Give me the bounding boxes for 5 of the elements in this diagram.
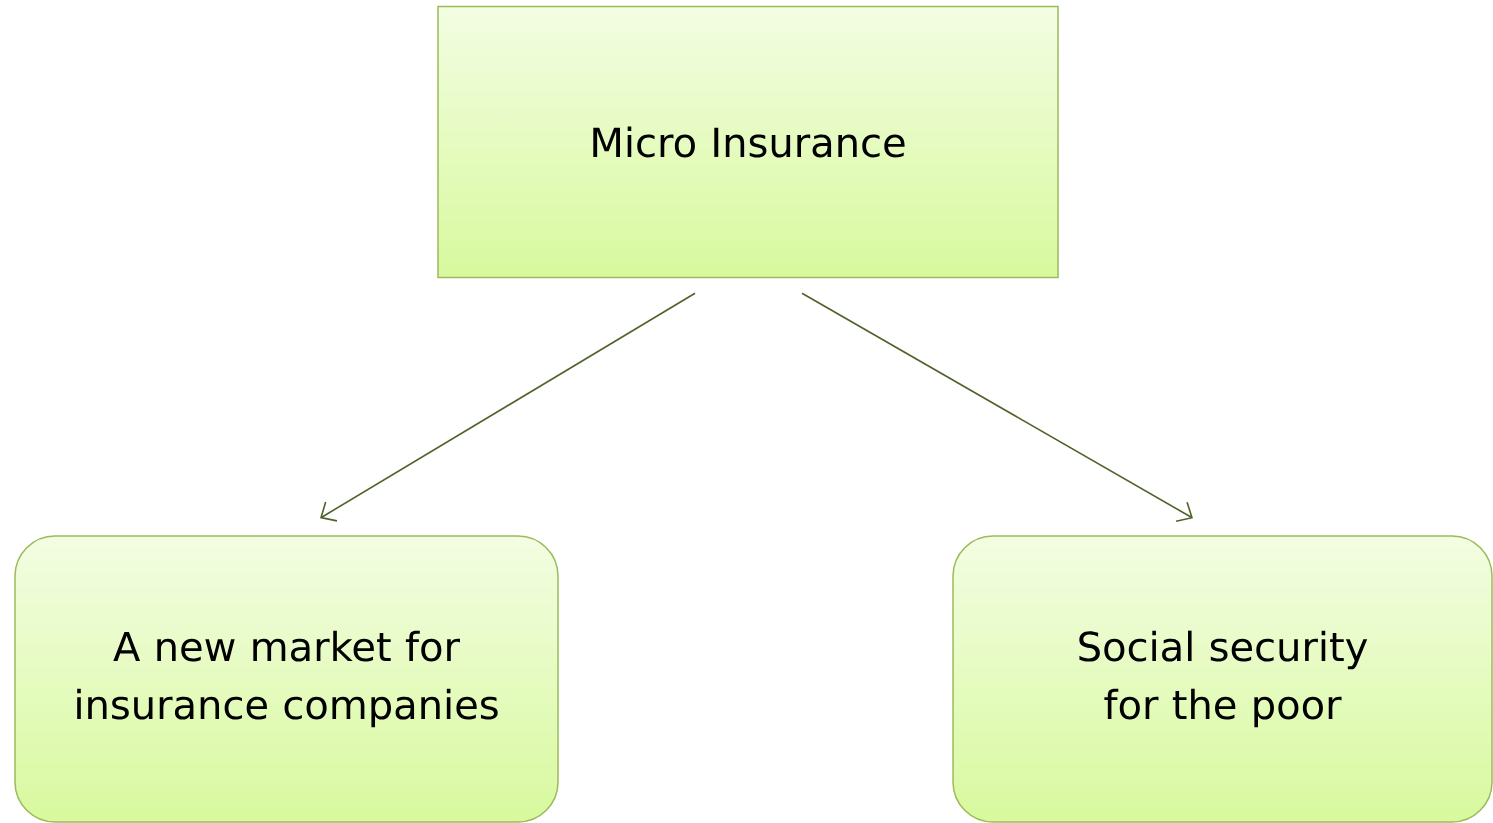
arrow: [320, 292, 696, 522]
arrow: [801, 292, 1193, 522]
rounded-box: Social security for the poor: [952, 535, 1493, 823]
title-box: Micro Insurance: [437, 5, 1059, 279]
rounded-box: A new market for insurance companies: [14, 535, 559, 823]
